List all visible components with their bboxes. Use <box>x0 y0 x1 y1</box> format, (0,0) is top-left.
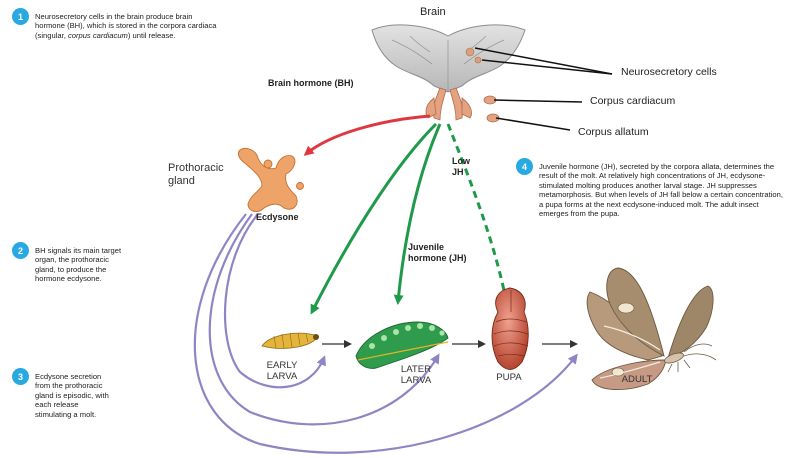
pupa-illustration <box>492 288 528 370</box>
corpus-cardiacum-label: Corpus cardiacum <box>590 95 675 107</box>
brain-illustration <box>372 25 525 92</box>
step-1-text: Neurosecretory cells in the brain produc… <box>35 12 222 40</box>
step-4-badge: 4 <box>516 158 533 175</box>
bh-arrow <box>306 116 430 154</box>
step-2-badge: 2 <box>12 242 29 259</box>
step-3-badge: 3 <box>12 368 29 385</box>
adult-label: ADULT <box>612 374 662 385</box>
ecdysone-label: Ecdysone <box>256 212 299 223</box>
low-jh-label: Low JH <box>452 156 478 178</box>
step-3: 3 Ecdysone secretion from the prothoraci… <box>12 368 116 419</box>
step-2: 2 BH signals its main target organ, the … <box>12 242 130 284</box>
later-larva-label: LATER LARVA <box>396 364 436 386</box>
jh-arrows <box>312 124 506 312</box>
step-2-text: BH signals its main target organ, the pr… <box>35 246 130 284</box>
early-larva-illustration <box>262 333 319 348</box>
step-4: 4 Juvenile hormone (JH), secreted by the… <box>516 158 788 218</box>
step-3-text: Ecdysone secretion from the prothoracic … <box>35 372 116 419</box>
step-1: 1 Neurosecretory cells in the brain prod… <box>12 8 222 40</box>
prothoracic-gland-label: Prothoracic gland <box>168 162 238 188</box>
juvenile-hormone-label: Juvenile hormone (JH) <box>408 242 470 264</box>
early-larva-label: EARLY LARVA <box>262 360 302 382</box>
step-1-badge: 1 <box>12 8 29 25</box>
adult-moth-illustration <box>587 268 716 390</box>
corpora-illustration <box>426 88 499 122</box>
pupa-label: PUPA <box>484 372 534 383</box>
prothoracic-gland-illustration <box>238 148 303 211</box>
corpus-allatum-label: Corpus allatum <box>578 126 649 138</box>
step-4-text: Juvenile hormone (JH), secreted by the c… <box>539 162 788 218</box>
brain-hormone-label: Brain hormone (BH) <box>268 78 360 89</box>
brain-label: Brain <box>420 6 446 18</box>
neurosecretory-cells-label: Neurosecretory cells <box>621 66 717 78</box>
